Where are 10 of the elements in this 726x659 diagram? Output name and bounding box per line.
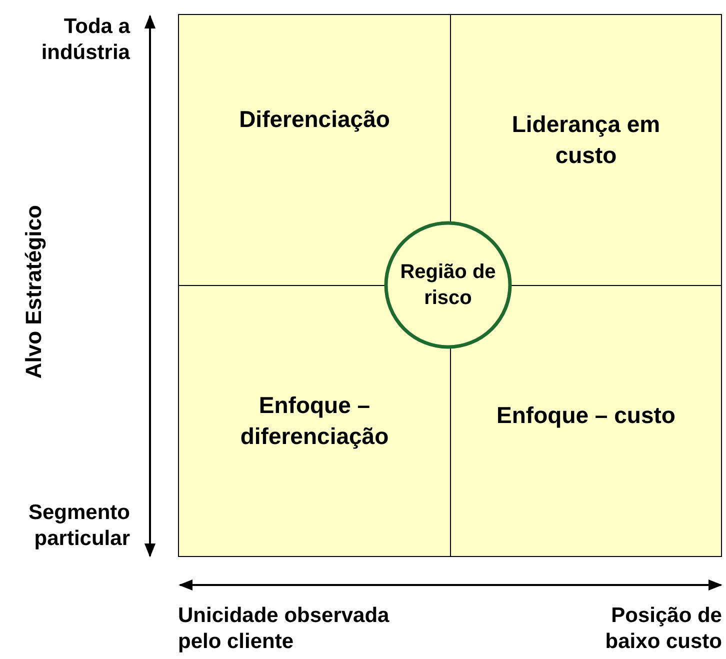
- axis-label: Unicidade observada pelo cliente: [178, 603, 390, 656]
- axis-label: Posição de baixo custo: [604, 603, 722, 656]
- quadrant-label: Diferenciação: [239, 105, 390, 134]
- axis-title: Alvo Estratégico: [20, 205, 47, 379]
- quadrant-label: Enfoque – custo: [496, 401, 676, 430]
- quadrant-label: Enfoque – diferenciação: [239, 390, 390, 451]
- axis-label: Segmento particular: [27, 500, 130, 552]
- quadrant-label: Liderança em custo: [510, 110, 662, 170]
- axis-label: Toda a indústria: [40, 14, 130, 66]
- circle-label: Região de risco: [399, 260, 497, 311]
